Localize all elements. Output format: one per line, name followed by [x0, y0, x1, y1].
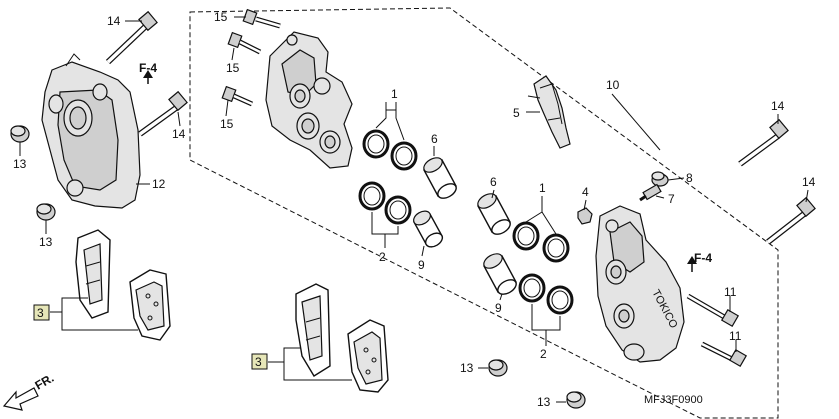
- label-14-right-bottom: 14: [802, 175, 816, 189]
- seal-13-a: [10, 125, 30, 143]
- label-1-middle: 1: [391, 87, 398, 101]
- pad-spring-5: [527, 75, 571, 149]
- piston-9-right: [483, 253, 517, 295]
- label-5: 5: [513, 106, 520, 120]
- label-2-middle: 2: [379, 250, 386, 264]
- middle-brake-pad-front: [295, 283, 331, 377]
- bolt-15-c: [221, 85, 254, 107]
- piston-seals-1-right: [512, 221, 570, 263]
- leader-lines: [19, 16, 809, 403]
- label-7: 7: [668, 192, 675, 206]
- arrow-front-icon: [2, 387, 39, 411]
- piston-seals-1-middle: [362, 129, 418, 171]
- piston-6-right: [477, 193, 511, 235]
- label-3-middle: 3: [255, 355, 262, 369]
- left-brake-pad-rear: [129, 269, 171, 341]
- ref-f4-right: F-4: [694, 251, 712, 265]
- bleeder-valve-7: [639, 183, 662, 202]
- piston-9-middle: [413, 210, 444, 248]
- middle-caliper-half: [265, 31, 353, 169]
- pad-pin-11-a: [686, 293, 740, 328]
- label-15-a: 15: [214, 10, 228, 24]
- diagram-code: MFJ3F0900: [644, 394, 703, 406]
- arrow-f4-left: [143, 70, 153, 84]
- label-15-b: 15: [226, 61, 240, 75]
- piston-6-middle: [423, 157, 457, 199]
- label-13-d: 13: [537, 395, 551, 409]
- bolt-14-left-mid: [138, 90, 188, 137]
- label-11-b: 11: [729, 329, 742, 343]
- bolt-14-right-bottom: [766, 196, 816, 245]
- label-3-left: 3: [37, 306, 44, 320]
- label-6-middle: 6: [431, 132, 438, 146]
- label-2-right: 2: [540, 347, 547, 361]
- label-4: 4: [582, 185, 589, 199]
- ref-f4-left: F-4: [139, 61, 157, 75]
- label-10: 10: [606, 78, 620, 92]
- seal-13-c: [488, 359, 508, 377]
- piston-seals-2-middle: [358, 181, 412, 225]
- label-6-right: 6: [490, 175, 497, 189]
- label-11-a: 11: [724, 285, 737, 299]
- bleeder-cap-8: [651, 171, 669, 187]
- left-brake-pad-front: [75, 229, 111, 319]
- label-13-c: 13: [460, 361, 474, 375]
- seal-13-d: [566, 391, 586, 409]
- piston-seals-2-right: [518, 273, 574, 315]
- right-caliper-body: TOKICO: [595, 205, 685, 363]
- label-14-top-left: 14: [107, 14, 121, 28]
- label-12: 12: [152, 177, 166, 191]
- label-15-c: 15: [220, 117, 234, 131]
- ref-box-3-left: [33, 304, 50, 321]
- label-9-right: 9: [495, 301, 502, 315]
- bolt-15-a: [242, 8, 281, 29]
- middle-brake-pad-rear: [347, 319, 389, 393]
- label-1-right: 1: [539, 181, 546, 195]
- label-14-right-top: 14: [771, 99, 785, 113]
- label-13-a: 13: [13, 157, 27, 171]
- label-8: 8: [686, 171, 693, 185]
- bolt-14-right-top: [738, 118, 789, 167]
- label-13-b: 13: [39, 235, 53, 249]
- left-caliper-body: [41, 53, 141, 209]
- pad-pin-11-b: [700, 341, 748, 368]
- seal-13-b: [36, 203, 56, 221]
- arrow-f4-right: [687, 256, 697, 272]
- nut-4: [577, 207, 593, 225]
- bolt-15-b: [227, 31, 262, 55]
- ref-box-3-middle: [251, 353, 268, 370]
- ref-front-label: FR.: [33, 371, 57, 393]
- label-14-left-mid: 14: [172, 127, 186, 141]
- bolt-14-top-left: [105, 10, 158, 65]
- label-9-middle: 9: [418, 258, 425, 272]
- assembly-outline: [189, 7, 779, 419]
